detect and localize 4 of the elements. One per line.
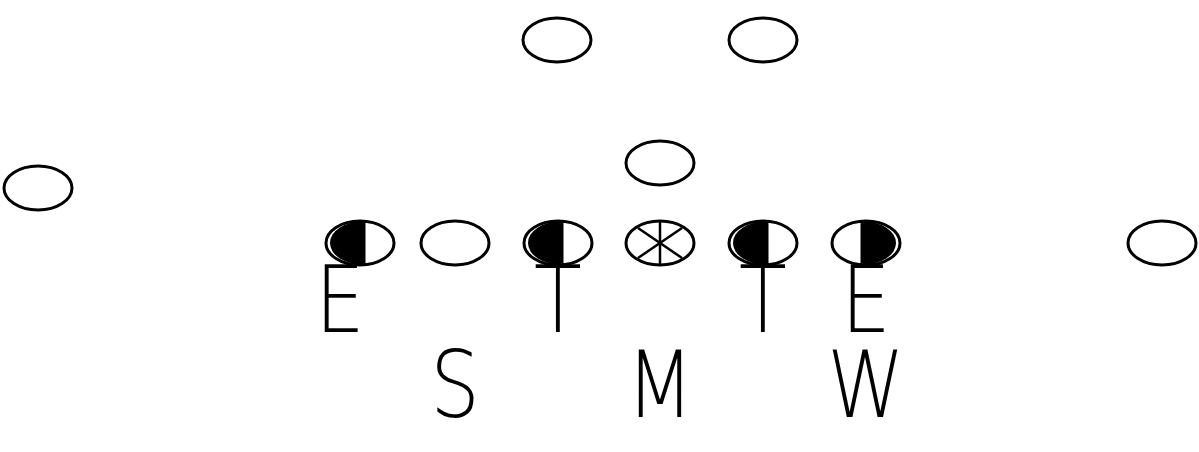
position-letter: S — [430, 340, 480, 432]
position-letter: W — [827, 340, 905, 432]
position-letter: E — [315, 255, 365, 347]
position-letter: M — [626, 340, 694, 432]
